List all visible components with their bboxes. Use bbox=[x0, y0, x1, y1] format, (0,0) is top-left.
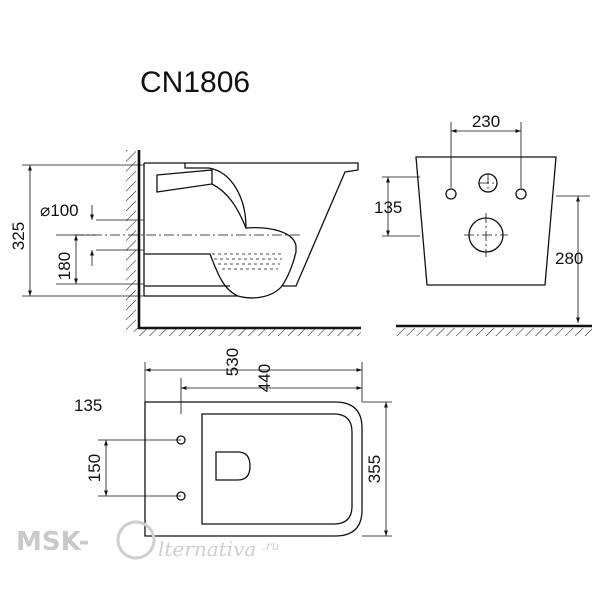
side-view: 325 ⌀100 180 bbox=[9, 150, 361, 336]
flush-button bbox=[215, 451, 251, 481]
dim-135-front: 135 bbox=[374, 198, 402, 217]
dim-280: 280 bbox=[555, 249, 583, 268]
seat-outline bbox=[201, 413, 353, 525]
dim-530: 530 bbox=[223, 348, 242, 376]
dim-150: 150 bbox=[85, 454, 104, 482]
wall-line bbox=[137, 150, 361, 330]
front-view: 230 135 280 bbox=[374, 112, 592, 336]
bolt-hole-right bbox=[515, 188, 527, 200]
rim-curve bbox=[156, 169, 213, 193]
dim-230: 230 bbox=[472, 112, 500, 131]
front-outline bbox=[415, 156, 557, 286]
dim-325: 325 bbox=[9, 222, 28, 250]
wall-hatch bbox=[126, 150, 136, 332]
dim-diameter-100: ⌀100 bbox=[40, 201, 79, 220]
trap-curve bbox=[211, 183, 247, 229]
top-outline bbox=[144, 401, 363, 537]
watermark-domain: .ru bbox=[262, 539, 279, 553]
bolt-hole-left bbox=[445, 188, 457, 200]
top-view: 530 440 135 150 355 bbox=[74, 348, 392, 537]
dim-135-top: 135 bbox=[74, 396, 102, 415]
bowl-outline bbox=[143, 162, 359, 299]
dim-440: 440 bbox=[255, 364, 274, 392]
watermark-script: lternativa bbox=[158, 537, 256, 561]
watermark-brand: MSK- bbox=[16, 527, 89, 557]
bowl-inner bbox=[184, 163, 297, 287]
watermark: MSK- lternativa .ru bbox=[16, 520, 279, 561]
watermark-at-logo bbox=[116, 520, 156, 560]
dim-355: 355 bbox=[365, 455, 384, 483]
dim-180: 180 bbox=[55, 252, 74, 280]
floor-hatch-right bbox=[396, 328, 592, 336]
floor-hatch-left bbox=[136, 328, 361, 336]
model-title: CN1806 bbox=[140, 66, 250, 99]
